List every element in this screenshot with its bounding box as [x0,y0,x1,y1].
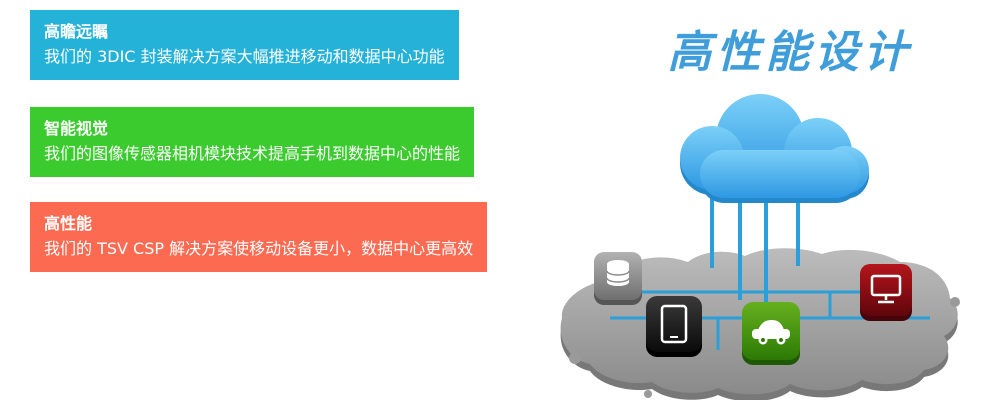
database-icon [594,252,642,305]
banner-performance-title: 高性能 [44,214,93,233]
laptop-icon [860,264,912,321]
banner-vision-text: 我们的 3DIC 封装解决方案大幅推进移动和数据中心功能 [44,47,445,67]
banner-smart-vision: 智能视觉 我们的图像传感器相机模块技术提高手机到数据中心的性能 [30,107,475,178]
cloud-icon [680,94,869,203]
banner-performance-text: 我们的 TSV CSP 解决方案使移动设备更小，数据中心更高效 [44,239,474,259]
banner-smart-vision-text: 我们的图像传感器相机模块技术提高手机到数据中心的性能 [44,144,461,164]
banner-vision-title: 高瞻远瞩 [44,22,109,41]
banner-vision: 高瞻远瞩 我们的 3DIC 封装解决方案大幅推进移动和数据中心功能 [30,10,459,81]
tablet-icon [646,296,702,357]
page-title: 高性能设计 [667,27,913,78]
car-icon [742,302,800,365]
banner-smart-vision-title: 智能视觉 [44,119,109,138]
banner-performance: 高性能 我们的 TSV CSP 解决方案使移动设备更小，数据中心更高效 [30,202,488,273]
